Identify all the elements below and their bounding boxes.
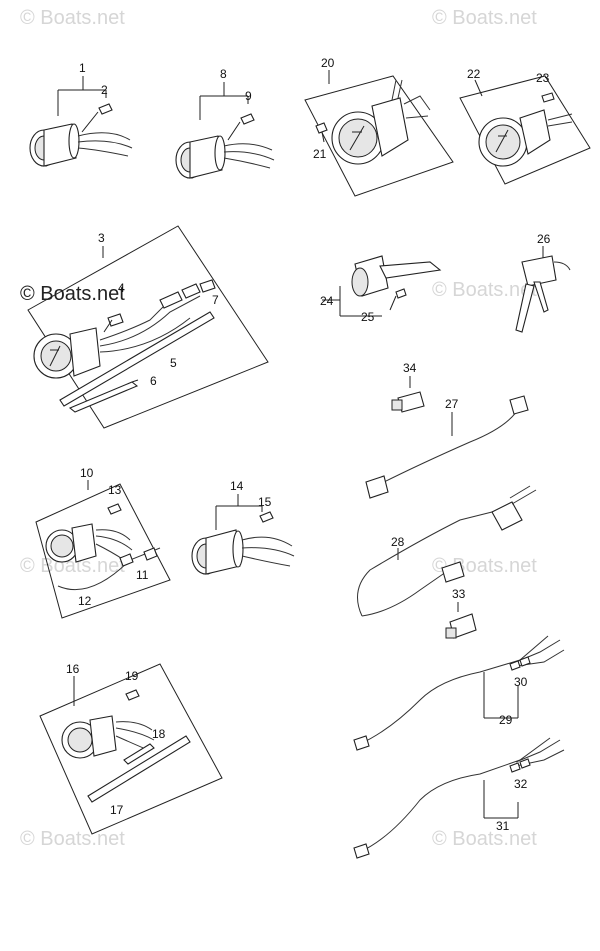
watermark-bottom-right: © Boats.net bbox=[432, 828, 537, 850]
part-group-14 bbox=[191, 494, 295, 575]
label-24: 24 bbox=[320, 294, 334, 308]
part-group-16 bbox=[39, 663, 223, 835]
label-10: 10 bbox=[80, 466, 94, 480]
part-group-28 bbox=[357, 485, 537, 617]
part-group-10 bbox=[35, 480, 171, 619]
part-group-31 bbox=[353, 737, 565, 859]
label-33: 33 bbox=[452, 587, 466, 601]
label-4: 4 bbox=[118, 281, 125, 295]
label-34: 34 bbox=[403, 361, 417, 375]
part-group-26 bbox=[515, 246, 571, 333]
part-group-33 bbox=[445, 602, 477, 639]
label-16: 16 bbox=[66, 662, 80, 676]
label-28: 28 bbox=[391, 535, 405, 549]
label-6: 6 bbox=[150, 374, 157, 388]
part-group-3 bbox=[27, 225, 269, 429]
watermark-bottom-left: © Boats.net bbox=[20, 828, 125, 850]
part-group-1 bbox=[29, 76, 133, 167]
part-group-29 bbox=[353, 635, 565, 751]
label-21: 21 bbox=[313, 147, 327, 161]
label-13: 13 bbox=[108, 483, 122, 497]
label-18: 18 bbox=[152, 727, 166, 741]
label-9: 9 bbox=[245, 89, 252, 103]
label-22: 22 bbox=[467, 67, 481, 81]
label-25: 25 bbox=[361, 310, 375, 324]
label-32: 32 bbox=[514, 777, 528, 791]
part-group-27 bbox=[365, 395, 529, 499]
label-15: 15 bbox=[258, 495, 272, 509]
watermark-top-left: © Boats.net bbox=[20, 7, 125, 29]
part-group-22 bbox=[459, 75, 591, 185]
label-29: 29 bbox=[499, 713, 513, 727]
label-2: 2 bbox=[101, 83, 108, 97]
watermark-featured: © Boats.net bbox=[20, 283, 125, 305]
part-group-34 bbox=[391, 376, 425, 413]
label-23: 23 bbox=[536, 71, 550, 85]
label-17: 17 bbox=[110, 803, 124, 817]
label-27: 27 bbox=[445, 397, 459, 411]
part-labels: 1 2 3 4 5 6 7 8 9 10 11 12 13 14 15 16 1… bbox=[66, 56, 551, 833]
label-5: 5 bbox=[170, 356, 177, 370]
label-1: 1 bbox=[79, 61, 86, 75]
part-group-24 bbox=[322, 255, 442, 317]
part-group-20 bbox=[304, 70, 454, 197]
part-group-8 bbox=[175, 82, 275, 179]
label-3: 3 bbox=[98, 231, 105, 245]
label-26: 26 bbox=[537, 232, 551, 246]
label-7: 7 bbox=[212, 293, 219, 307]
label-8: 8 bbox=[220, 67, 227, 81]
label-11: 11 bbox=[136, 568, 149, 582]
label-19: 19 bbox=[125, 669, 139, 683]
label-14: 14 bbox=[230, 479, 244, 493]
label-30: 30 bbox=[514, 675, 528, 689]
label-12: 12 bbox=[78, 594, 92, 608]
label-20: 20 bbox=[321, 56, 335, 70]
watermark-mid-right: © Boats.net bbox=[432, 279, 537, 301]
watermark-top-right: © Boats.net bbox=[432, 7, 537, 29]
label-31: 31 bbox=[496, 819, 510, 833]
